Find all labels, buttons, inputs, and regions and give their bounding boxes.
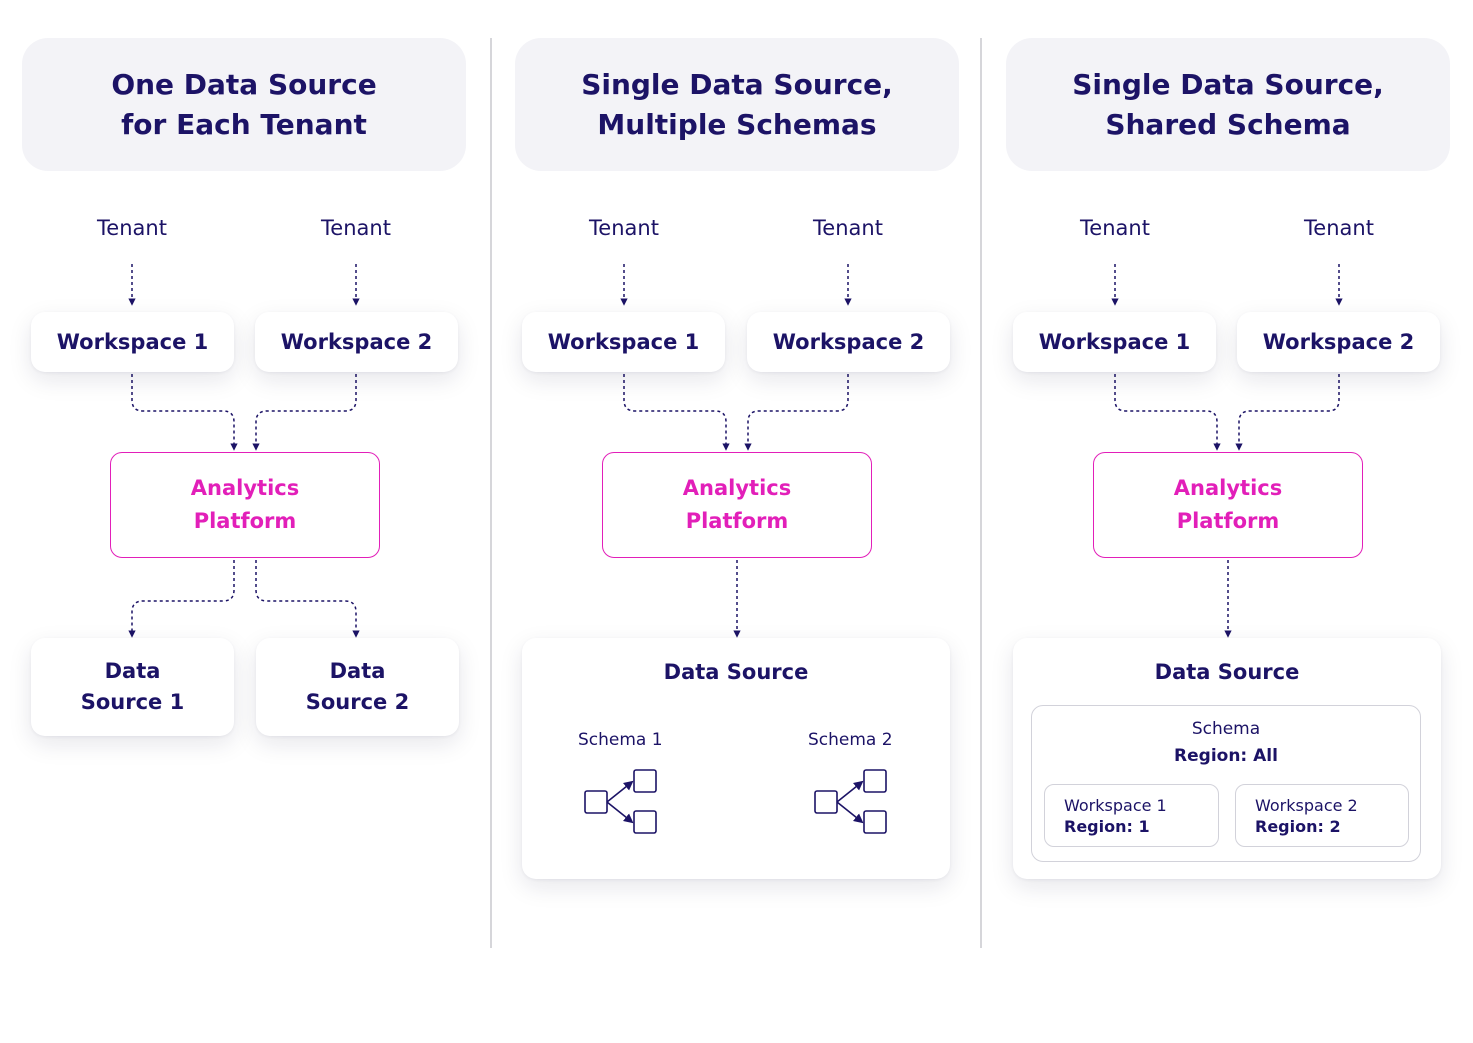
workspace-2-card: Workspace 2 <box>747 312 950 372</box>
title-line: Single Data Source, <box>1072 67 1384 101</box>
platform-line: Analytics <box>682 476 792 500</box>
schema-1-label: Schema 1 <box>578 730 663 750</box>
workspace-1-card: Workspace 1 <box>1013 312 1216 372</box>
data-source-line: Source 2 <box>305 690 410 714</box>
tenant-label: Tenant <box>813 216 883 240</box>
column-1-title: One Data Source for Each Tenant <box>22 38 466 171</box>
data-source-line: Source 1 <box>80 690 185 714</box>
workspace-2-card: Workspace 2 <box>255 312 458 372</box>
tenant-label: Tenant <box>97 216 167 240</box>
tenant-label: Tenant <box>321 216 391 240</box>
data-source-2-card: Data Source 2 <box>256 638 459 736</box>
schema-region: Region: All <box>1174 746 1278 766</box>
workspace-region: Region: 1 <box>1064 817 1150 836</box>
platform-line: Platform <box>193 509 297 533</box>
workspace-1-region-box: Workspace 1 Region: 1 <box>1044 784 1219 847</box>
column-divider <box>980 38 982 948</box>
data-source-title: Data Source <box>663 660 809 684</box>
analytics-platform: Analytics Platform <box>602 452 872 558</box>
platform-line: Platform <box>1176 509 1280 533</box>
data-source-1-card: Data Source 1 <box>31 638 234 736</box>
platform-line: Platform <box>685 509 789 533</box>
workspace-name: Workspace 2 <box>1255 796 1358 815</box>
tenant-label: Tenant <box>1304 216 1374 240</box>
schema-2-label: Schema 2 <box>808 730 893 750</box>
data-source-card: Data Source Schema Region: All Workspace… <box>1013 638 1441 879</box>
title-line: for Each Tenant <box>121 107 367 141</box>
platform-line: Analytics <box>1173 476 1283 500</box>
title-line: Multiple Schemas <box>597 107 877 141</box>
shared-schema-box: Schema Region: All Workspace 1 Region: 1… <box>1031 705 1421 862</box>
schema-tree-icon <box>584 769 657 834</box>
column-2-title: Single Data Source, Multiple Schemas <box>515 38 959 171</box>
workspace-1-card: Workspace 1 <box>31 312 234 372</box>
title-line: One Data Source <box>111 67 377 101</box>
title-line: Single Data Source, <box>581 67 893 101</box>
column-divider <box>490 38 492 948</box>
analytics-platform: Analytics Platform <box>1093 452 1363 558</box>
data-source-title: Data Source <box>1154 660 1300 684</box>
tenant-label: Tenant <box>1080 216 1150 240</box>
platform-line: Analytics <box>190 476 300 500</box>
workspace-2-region-box: Workspace 2 Region: 2 <box>1235 784 1409 847</box>
schema-label: Schema <box>1191 719 1261 739</box>
workspace-name: Workspace 1 <box>1064 796 1167 815</box>
schema-tree-icon <box>814 769 887 834</box>
workspace-region: Region: 2 <box>1255 817 1341 836</box>
title-line: Shared Schema <box>1105 107 1351 141</box>
data-source-line: Data <box>329 659 386 683</box>
data-source-card: Data Source Schema 1 Schema 2 <box>522 638 950 879</box>
column-3-title: Single Data Source, Shared Schema <box>1006 38 1450 171</box>
workspace-1-card: Workspace 1 <box>522 312 725 372</box>
data-source-line: Data <box>104 659 161 683</box>
tenant-label: Tenant <box>589 216 659 240</box>
workspace-2-card: Workspace 2 <box>1237 312 1440 372</box>
analytics-platform: Analytics Platform <box>110 452 380 558</box>
